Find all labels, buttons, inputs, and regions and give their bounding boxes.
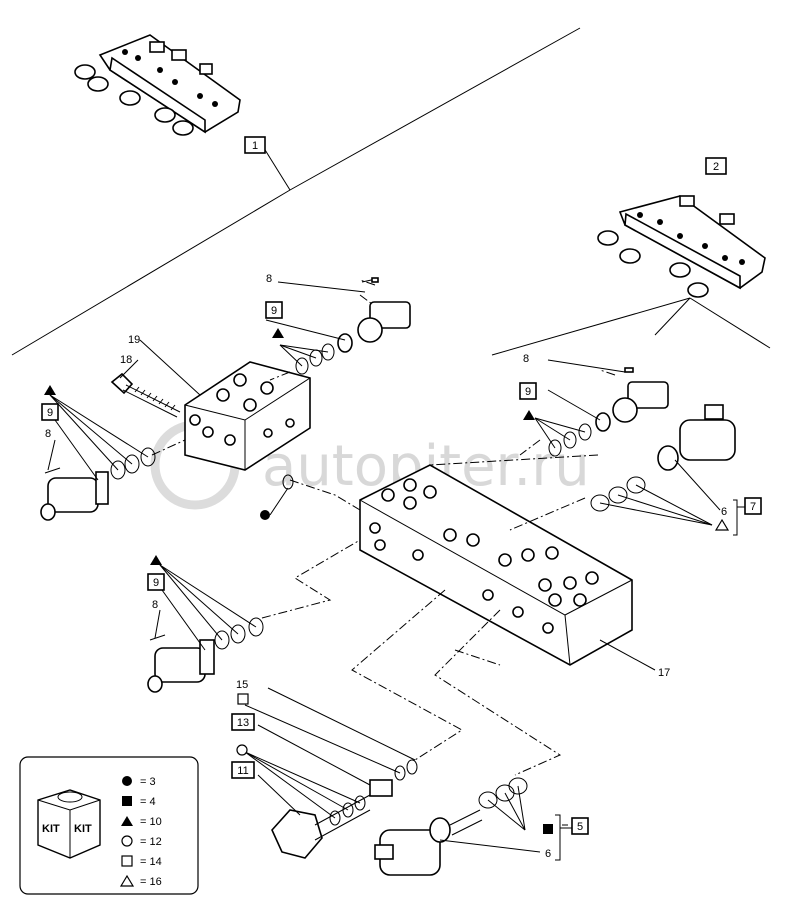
callout-7: 7	[744, 497, 762, 515]
solenoid-top	[295, 277, 411, 375]
solenoid-left	[40, 447, 156, 521]
svg-text:1: 1	[252, 140, 258, 152]
callout-9-left: 9	[41, 403, 59, 421]
label-8-left: 8	[45, 428, 51, 440]
legend-row-filled-triangle: = 10	[121, 816, 162, 828]
assembly-lines	[151, 279, 616, 776]
callout-11: 11	[231, 761, 255, 779]
valve-6-right	[590, 404, 736, 512]
svg-text:9: 9	[153, 577, 159, 589]
kit-legend: KIT KIT = 3 = 4 = 10 = 12 = 14 = 16	[19, 756, 199, 895]
callout-13: 13	[231, 713, 255, 731]
manifold-block-17	[359, 464, 633, 666]
markers	[44, 328, 730, 834]
solenoid-lower-left	[147, 617, 264, 693]
legend-row-filled-square: = 4	[122, 796, 156, 808]
svg-text:= 14: = 14	[140, 856, 162, 868]
valve-assembly-2	[597, 195, 766, 298]
svg-text:KIT: KIT	[74, 823, 92, 835]
label-15: 15	[236, 679, 248, 691]
label-19: 19	[128, 334, 140, 346]
svg-text:7: 7	[750, 501, 756, 513]
svg-text:= 16: = 16	[140, 876, 162, 888]
solenoid-right	[548, 367, 669, 457]
kit-box-icon: KIT KIT	[37, 789, 101, 859]
valve-assembly-1	[74, 34, 241, 136]
brackets	[555, 499, 745, 861]
callout-9-top: 9	[265, 301, 283, 319]
relief-valve-11	[271, 759, 418, 859]
callout-2: 2	[705, 157, 727, 175]
label-8-top: 8	[266, 273, 272, 285]
label-18: 18	[120, 354, 132, 366]
svg-text:13: 13	[237, 717, 249, 729]
label-8-right: 8	[523, 353, 529, 365]
o-ring-3	[260, 474, 294, 520]
svg-text:= 4: = 4	[140, 796, 156, 808]
callout-9-lower: 9	[147, 573, 165, 591]
legend-row-open-square: = 14	[121, 855, 162, 868]
valve-5	[374, 777, 528, 876]
svg-text:9: 9	[271, 305, 277, 317]
label-17: 17	[658, 667, 670, 679]
legend-row-open-triangle: = 16	[119, 874, 162, 888]
label-6-right: 6	[721, 506, 727, 518]
manifold-block-19	[184, 361, 311, 471]
label-6-lower: 6	[545, 848, 551, 860]
svg-text:5: 5	[577, 821, 583, 833]
section-lines	[11, 27, 771, 356]
callout-9-right: 9	[519, 382, 537, 400]
callout-1: 1	[244, 136, 266, 154]
label-8-lower: 8	[152, 599, 158, 611]
svg-text:2: 2	[713, 161, 719, 173]
legend-row-open-circle: = 12	[121, 835, 162, 848]
legend-row-filled-circle: = 3	[122, 776, 156, 788]
svg-text:= 3: = 3	[140, 776, 156, 788]
svg-text:9: 9	[47, 407, 53, 419]
leader-lines	[47, 281, 721, 853]
svg-text:9: 9	[525, 386, 531, 398]
svg-text:11: 11	[237, 765, 248, 777]
svg-text:= 12: = 12	[140, 836, 162, 848]
callout-5: 5	[571, 817, 589, 835]
svg-text:KIT: KIT	[42, 823, 60, 835]
svg-text:= 10: = 10	[140, 816, 162, 828]
bolt-18	[110, 372, 181, 418]
